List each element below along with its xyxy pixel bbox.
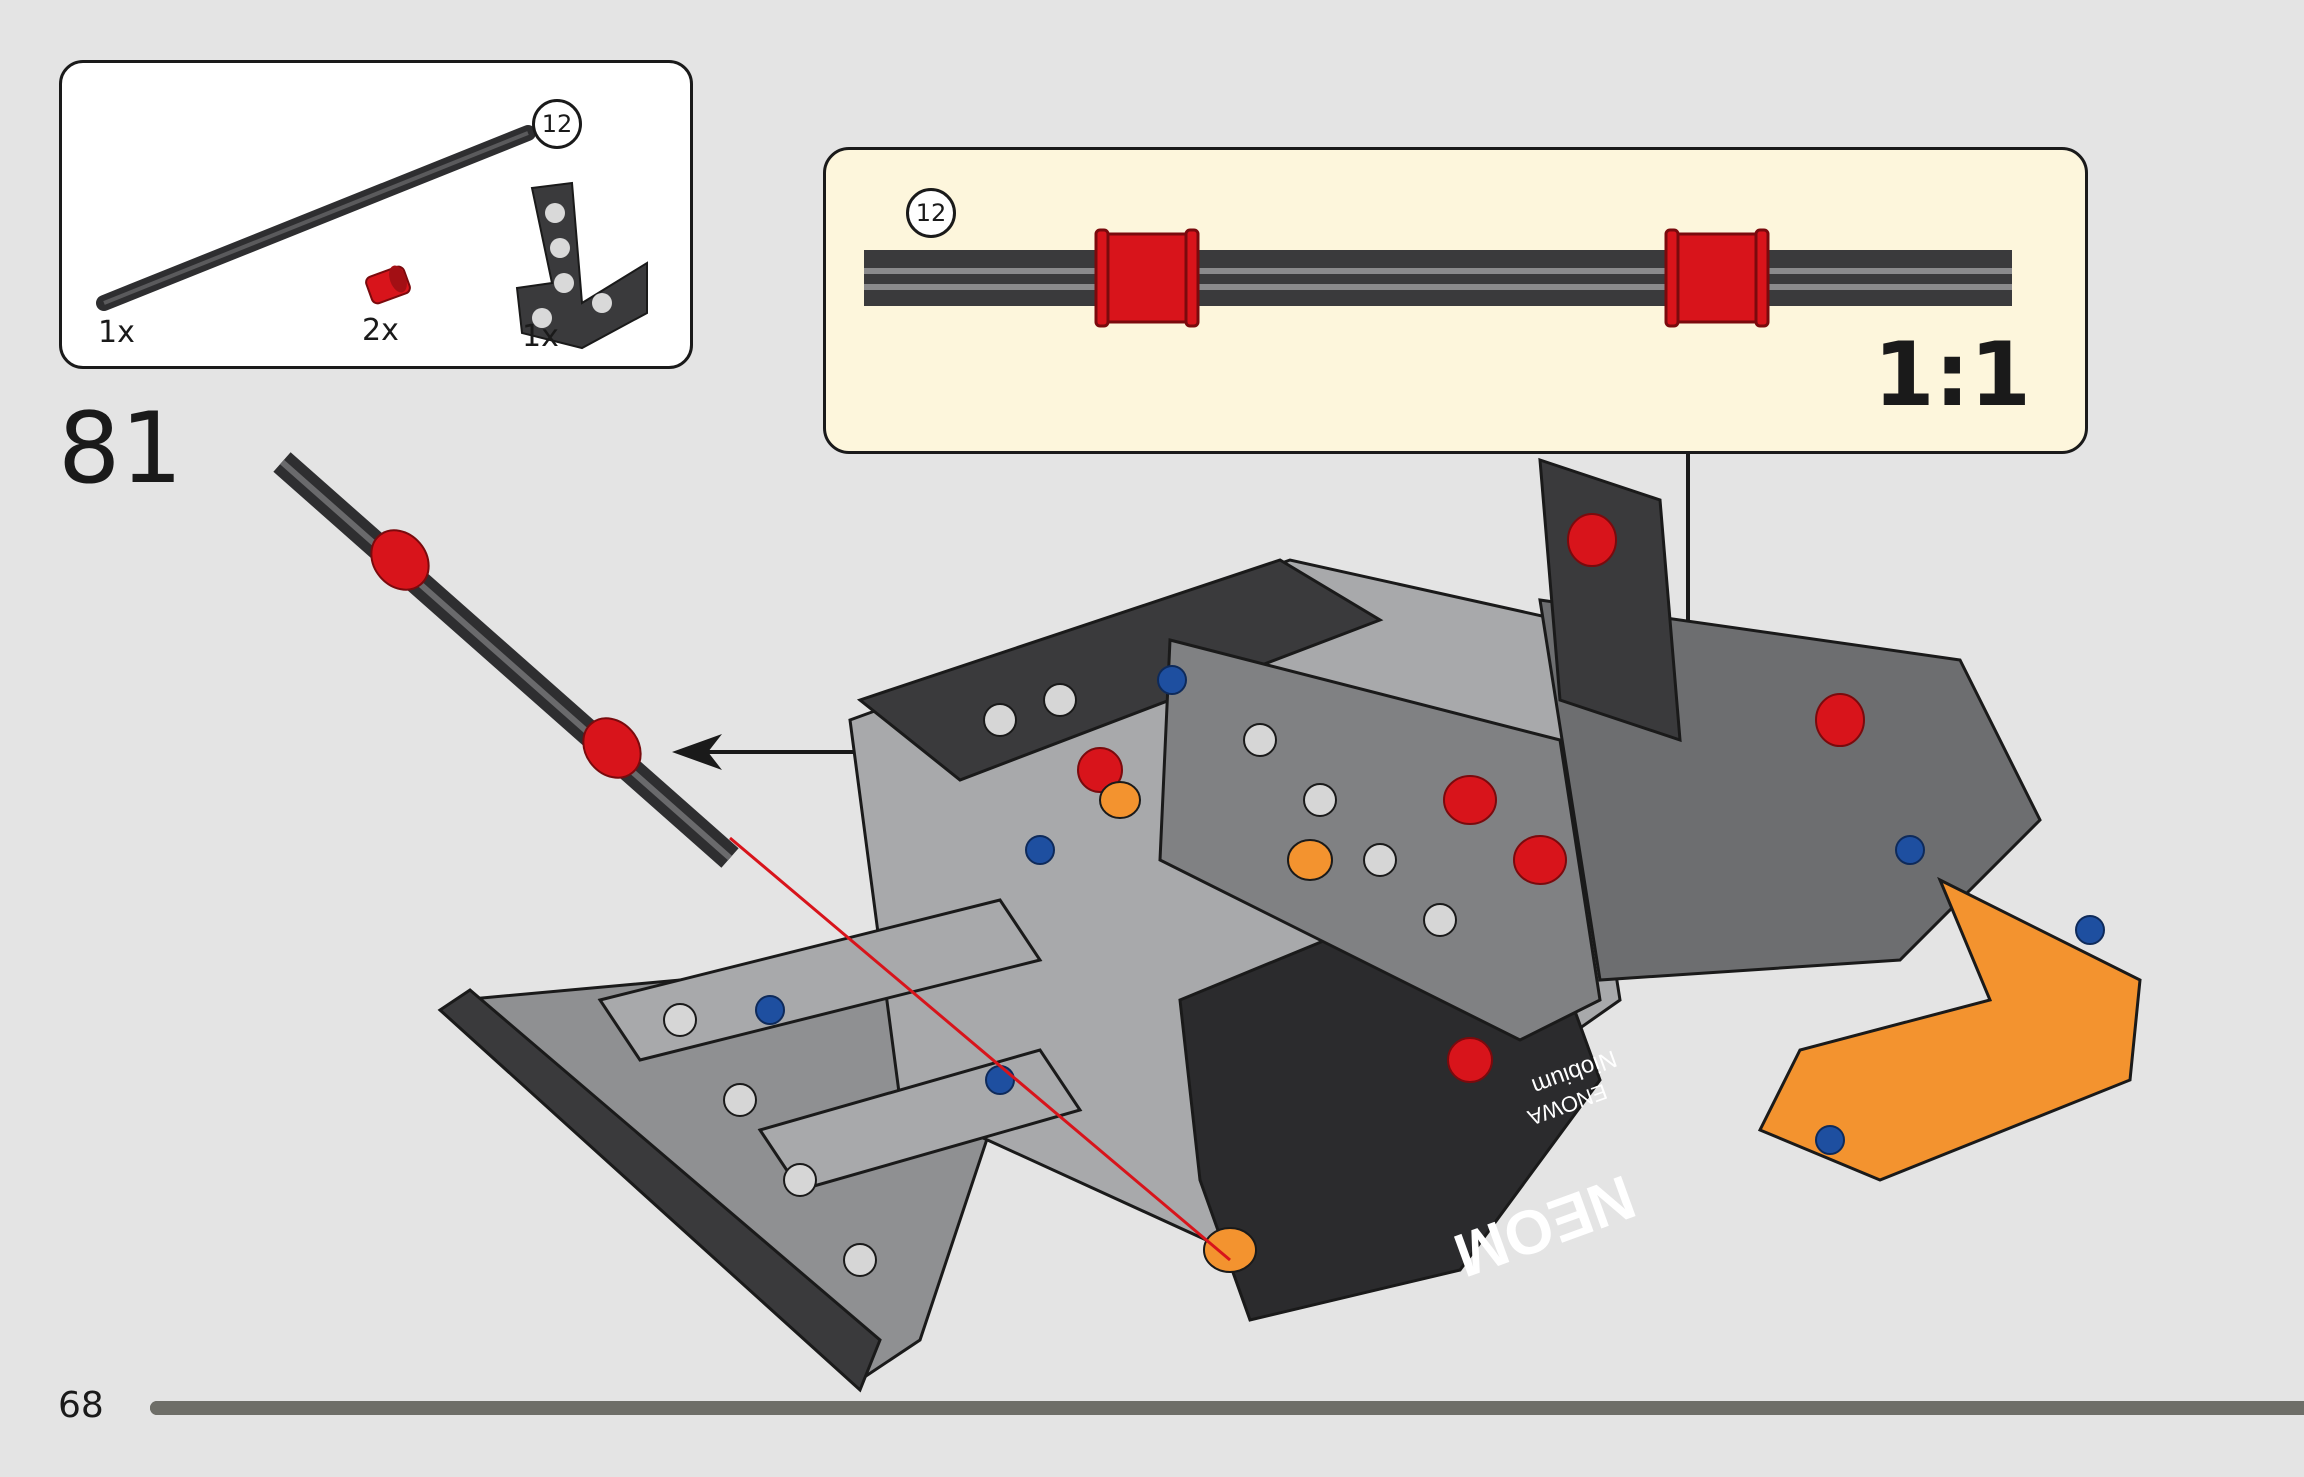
red-pins — [1077, 513, 1865, 1083]
callout-bush-left — [1094, 228, 1200, 328]
svg-text:NEOM: NEOM — [1445, 1161, 1643, 1289]
axle-part-icon — [96, 125, 536, 311]
inserted-axle — [273, 452, 739, 868]
blue-pins — [755, 665, 2105, 1265]
callout-axle-length-badge: 12 — [906, 188, 956, 238]
bush-quantity: 2x — [362, 313, 399, 348]
axle-quantity: 1x — [98, 315, 135, 350]
axle-length-badge: 12 — [532, 99, 582, 149]
callout-connector-line — [700, 454, 1690, 754]
beam-holes — [663, 683, 1457, 1277]
parts-list-box: 12 1x 2x 1x — [59, 60, 693, 369]
parts-list-illustration — [96, 125, 648, 350]
svg-text:Niobium: Niobium — [1528, 1044, 1620, 1099]
orange-connectors — [1099, 781, 1333, 1273]
t-beam-quantity: 1x — [522, 319, 559, 354]
scale-label: 1:1 — [1873, 323, 2031, 426]
insertion-guide-line — [729, 836, 1231, 1262]
callout-bush-right — [1664, 228, 1770, 328]
callout-axle — [864, 250, 2012, 306]
bush-part-icon — [365, 265, 411, 305]
scale-callout-box: 12 1:1 — [823, 147, 2088, 454]
page-number: 68 — [58, 1385, 104, 1426]
callout-axle-illustration — [864, 228, 2012, 328]
progress-bar — [150, 1401, 2304, 1415]
svg-text:ENOWA: ENOWA — [1524, 1079, 1610, 1131]
callout-arrow-head — [672, 734, 722, 770]
step-number: 81 — [58, 392, 183, 506]
model-chassis — [437, 457, 2142, 1393]
model-decals: NEOM Niobium ENOWA — [1445, 1044, 1643, 1289]
progress-fill — [150, 1401, 2304, 1415]
t-beam-part-icon — [515, 181, 648, 350]
